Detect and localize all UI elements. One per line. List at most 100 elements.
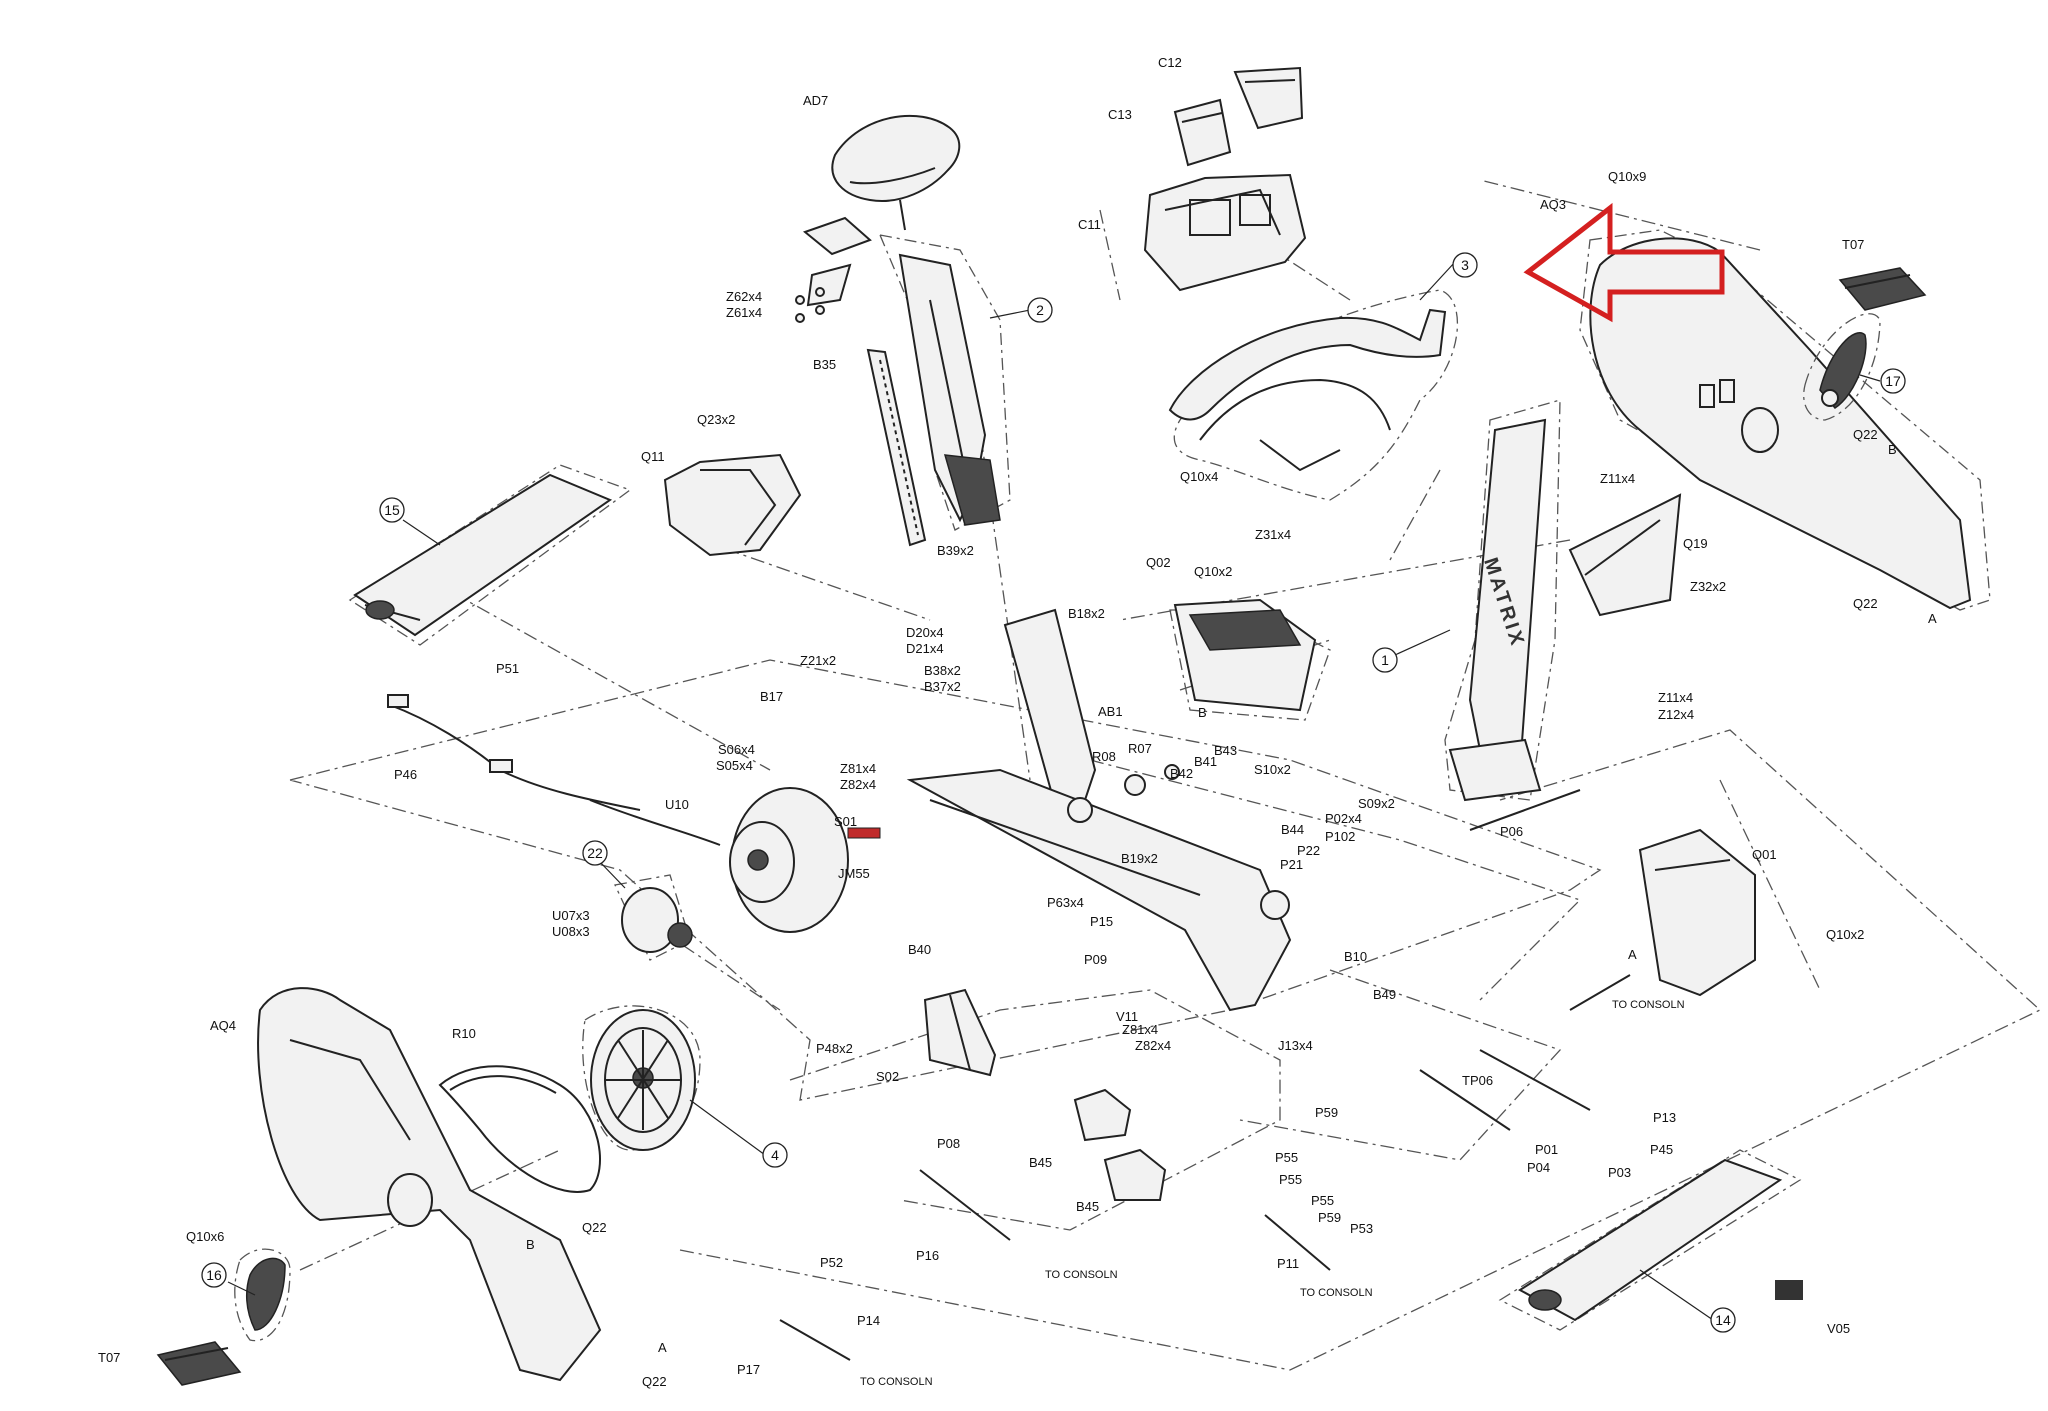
label-z81x4-b: Z81x4 bbox=[1122, 1022, 1159, 1037]
label-p48x2: P48x2 bbox=[816, 1041, 853, 1056]
label-j13x4: J13x4 bbox=[1278, 1038, 1313, 1053]
label-p03: P03 bbox=[1608, 1165, 1632, 1180]
callout-circle-16 bbox=[201, 1262, 227, 1288]
label-z61x4: Z61x4 bbox=[726, 305, 763, 320]
label-a-q01: A bbox=[1628, 947, 1637, 962]
label-q10x6: Q10x6 bbox=[186, 1229, 225, 1244]
label-t07-top: T07 bbox=[1842, 237, 1865, 252]
block-b45-b bbox=[1103, 1148, 1167, 1201]
crank-left-group-outline bbox=[234, 1248, 291, 1342]
upright-part bbox=[1448, 418, 1547, 802]
callout-circle-15 bbox=[379, 497, 405, 523]
leader-dash-q11 bbox=[699, 539, 931, 621]
shroud-q11-part bbox=[663, 453, 802, 557]
label-z62x4: Z62x4 bbox=[726, 289, 763, 304]
wheel-4-part bbox=[590, 1009, 696, 1151]
callout-number-2: 2 bbox=[1036, 302, 1044, 318]
crank-right-part bbox=[1819, 332, 1867, 409]
callout-number-22: 22 bbox=[587, 845, 603, 861]
cable-p16 bbox=[919, 1169, 1011, 1241]
callout-number-15: 15 bbox=[384, 502, 400, 518]
seat-clamp-part bbox=[795, 216, 872, 323]
label-aq4: AQ4 bbox=[210, 1018, 237, 1033]
label-d21x4: D21x4 bbox=[906, 641, 944, 656]
label-s06x4: S06x4 bbox=[718, 742, 755, 757]
label-b38x2: B38x2 bbox=[924, 663, 961, 678]
guard-q01-part bbox=[1638, 828, 1756, 997]
console-c12-part bbox=[1233, 66, 1304, 130]
label-q22-right1: Q22 bbox=[1853, 427, 1878, 442]
label-p21: P21 bbox=[1280, 857, 1304, 872]
flywheel-s01-part bbox=[729, 787, 849, 933]
console-c11-part bbox=[1143, 173, 1307, 292]
crank-left-part bbox=[245, 1257, 286, 1331]
label-p45: P45 bbox=[1650, 1142, 1674, 1157]
label-b44: B44 bbox=[1281, 822, 1305, 837]
red-annotation-arrow bbox=[1523, 202, 1725, 323]
console-c13-part bbox=[1173, 98, 1232, 167]
callout-number-4: 4 bbox=[771, 1147, 779, 1163]
left-cover-aq4-part bbox=[257, 987, 602, 1382]
callout-number-3: 3 bbox=[1461, 257, 1469, 273]
label-p09: P09 bbox=[1084, 952, 1108, 967]
label-q01: Q01 bbox=[1752, 847, 1777, 862]
label-b37x2: B37x2 bbox=[924, 679, 961, 694]
callout-circle-3 bbox=[1452, 252, 1478, 278]
block-b45-a bbox=[1073, 1088, 1132, 1142]
label-p22: P22 bbox=[1297, 843, 1321, 858]
pulley-r08-part bbox=[1124, 774, 1146, 796]
cable-p46-part bbox=[387, 694, 721, 846]
label-p08: P08 bbox=[937, 1136, 961, 1151]
handlebar-part bbox=[1168, 308, 1447, 472]
label-p55-b: P55 bbox=[1279, 1172, 1303, 1187]
v05-label-part bbox=[1775, 1280, 1803, 1300]
label-p15: P15 bbox=[1090, 914, 1114, 929]
label-s01: S01 bbox=[834, 814, 858, 829]
label-z11x4-mid: Z11x4 bbox=[1658, 690, 1694, 705]
label-p53: P53 bbox=[1350, 1221, 1374, 1236]
label-z32x2: Z32x2 bbox=[1690, 579, 1727, 594]
label-aq3: AQ3 bbox=[1540, 197, 1567, 212]
label-p46: P46 bbox=[394, 767, 418, 782]
callout-circle-2 bbox=[1027, 297, 1053, 323]
label-t07-bottom: T07 bbox=[98, 1350, 121, 1365]
label-b49: B49 bbox=[1373, 987, 1397, 1002]
label-b17: B17 bbox=[760, 689, 784, 704]
label-p13: P13 bbox=[1653, 1110, 1677, 1125]
label-q19: Q19 bbox=[1683, 536, 1708, 551]
label-p59-b: P59 bbox=[1318, 1210, 1342, 1225]
wheel-group-outline bbox=[582, 1005, 701, 1151]
label-r07: R07 bbox=[1128, 741, 1152, 756]
leader-dash-console-c13 bbox=[1099, 209, 1121, 301]
label-ab1: AB1 bbox=[1098, 704, 1123, 719]
label-b43: B43 bbox=[1214, 743, 1238, 758]
assembly-dash-cable bbox=[1239, 969, 1562, 1161]
label-jm55: JM55 bbox=[838, 866, 870, 881]
label-b-right1: B bbox=[1888, 442, 1897, 457]
belt-r10-part bbox=[438, 1065, 601, 1193]
callout-number-1: 1 bbox=[1381, 652, 1389, 668]
stabilizer-rear-group-outline bbox=[1498, 1149, 1802, 1331]
label-p59-a: P59 bbox=[1315, 1105, 1339, 1120]
main-frame-part bbox=[906, 608, 1292, 1012]
label-z31x4: Z31x4 bbox=[1255, 527, 1292, 542]
label-q10x2-mid: Q10x2 bbox=[1194, 564, 1233, 579]
leader-dash-flywheel bbox=[659, 929, 781, 1011]
pedal-top-part bbox=[1838, 267, 1927, 311]
callout-circle-1 bbox=[1372, 647, 1398, 673]
label-q10x2-right: Q10x2 bbox=[1826, 927, 1865, 942]
label-q10x9: Q10x9 bbox=[1608, 169, 1647, 184]
label-p11: P11 bbox=[1277, 1256, 1300, 1271]
label-q11: Q11 bbox=[641, 449, 665, 464]
label-tp06: TP06 bbox=[1462, 1073, 1494, 1088]
right-cover-aq3-part bbox=[1589, 237, 1972, 610]
cable-p13 bbox=[1479, 1049, 1591, 1111]
guard-q19-part bbox=[1568, 493, 1682, 617]
magnet-22-part bbox=[621, 887, 693, 953]
label-s10x2: S10x2 bbox=[1254, 762, 1291, 777]
label-p51: P51 bbox=[496, 661, 520, 676]
callout-number-16: 16 bbox=[206, 1267, 222, 1283]
label-b40: B40 bbox=[908, 942, 932, 957]
